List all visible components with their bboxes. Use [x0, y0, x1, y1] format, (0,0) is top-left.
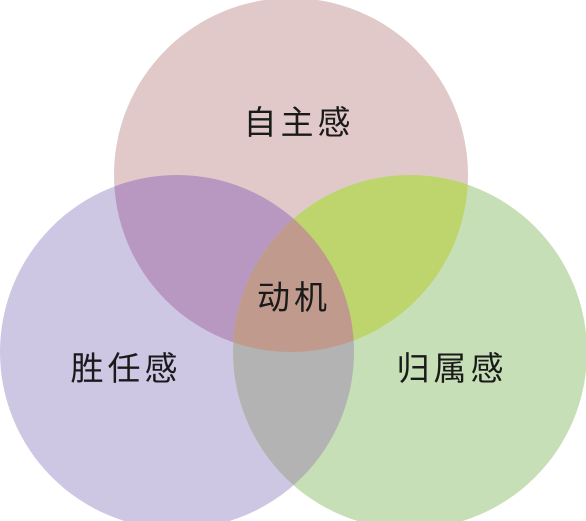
overlap-center	[233, 175, 354, 352]
label-right: 归属感	[397, 349, 508, 388]
label-left: 胜任感	[71, 349, 182, 388]
label-top: 自主感	[244, 103, 355, 142]
label-center: 动机	[257, 278, 331, 317]
